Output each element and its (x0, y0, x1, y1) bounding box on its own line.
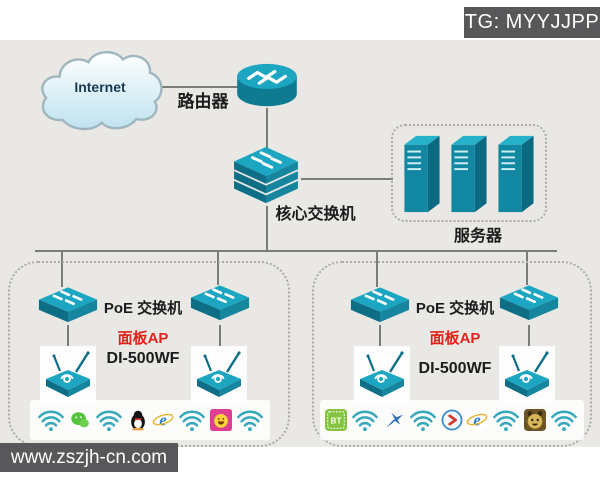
core-switch-label: 核心交换机 (275, 206, 356, 223)
ap-icon (503, 350, 551, 399)
wifi-icon (94, 408, 124, 432)
core-switch-icon (233, 146, 299, 205)
ie-icon (151, 409, 174, 431)
bus-line (35, 250, 557, 252)
poe-switch-icon (499, 284, 559, 322)
servers-label: 服务器 (453, 228, 502, 245)
ap-model-label: DI-500WF (418, 360, 492, 377)
ap-device (40, 346, 96, 402)
wifi-icon (549, 408, 579, 432)
watermark-bar: www.zszjh-cn.com (0, 443, 178, 472)
drop-line-2 (217, 252, 219, 285)
poe-switch-icon (350, 286, 410, 324)
link-switch-ap (219, 325, 221, 355)
ap-device (499, 346, 555, 402)
bt-icon (325, 409, 347, 431)
client-icon-row (320, 400, 584, 440)
server-icon (450, 134, 488, 214)
ap-model-label: DI-500WF (106, 350, 180, 367)
link-router-core (266, 108, 268, 150)
bird-icon (383, 409, 405, 431)
link-switch-ap (67, 325, 69, 355)
poe-group-left: PoE 交换机 面板AP DI-500WF (8, 261, 290, 447)
ap-icon (44, 350, 92, 399)
ap-icon (195, 350, 243, 399)
link-core-bus (266, 206, 268, 252)
drop-line-4 (526, 252, 528, 285)
poe-switch-label: PoE 交换机 (415, 300, 495, 317)
poe-switch-icon (190, 284, 250, 322)
cat-icon (524, 409, 546, 431)
link-cloud-router (158, 86, 238, 88)
internet-cloud: Internet (30, 45, 168, 141)
ap-device (191, 346, 247, 402)
link-switch-ap (528, 325, 530, 355)
tg-badge: TG: MYYJJPP (464, 7, 600, 38)
wifi-icon (177, 408, 207, 432)
play-icon (441, 409, 463, 431)
router-label: 路由器 (177, 92, 229, 111)
wechat-icon (68, 409, 91, 431)
internet-label: Internet (74, 79, 126, 95)
router-icon (236, 62, 298, 108)
ap-icon (358, 350, 406, 399)
poe-switch-label: PoE 交换机 (103, 300, 183, 317)
panel-ap-label: 面板AP (117, 330, 169, 347)
poe-switch-icon (38, 286, 98, 324)
drop-line-3 (376, 252, 378, 287)
wifi-icon (36, 408, 66, 432)
wifi-icon (235, 408, 265, 432)
panel-ap-label: 面板AP (429, 330, 481, 347)
drop-line-1 (61, 252, 63, 287)
wifi-icon (491, 408, 521, 432)
server-icon (403, 134, 441, 214)
client-icon-row (30, 400, 270, 440)
server-icon (497, 134, 535, 214)
link-switch-ap (379, 325, 381, 355)
link-core-servers (301, 178, 393, 180)
qq-icon (127, 409, 149, 431)
ie-icon (466, 409, 488, 431)
cloud-shape (41, 51, 163, 131)
poe-group-right: PoE 交换机 面板AP DI-500WF (312, 261, 592, 447)
servers-group-box (391, 124, 547, 222)
emoji-app-icon (209, 409, 232, 431)
wifi-icon (350, 408, 380, 432)
ap-device (354, 346, 410, 402)
wifi-icon (408, 408, 438, 432)
